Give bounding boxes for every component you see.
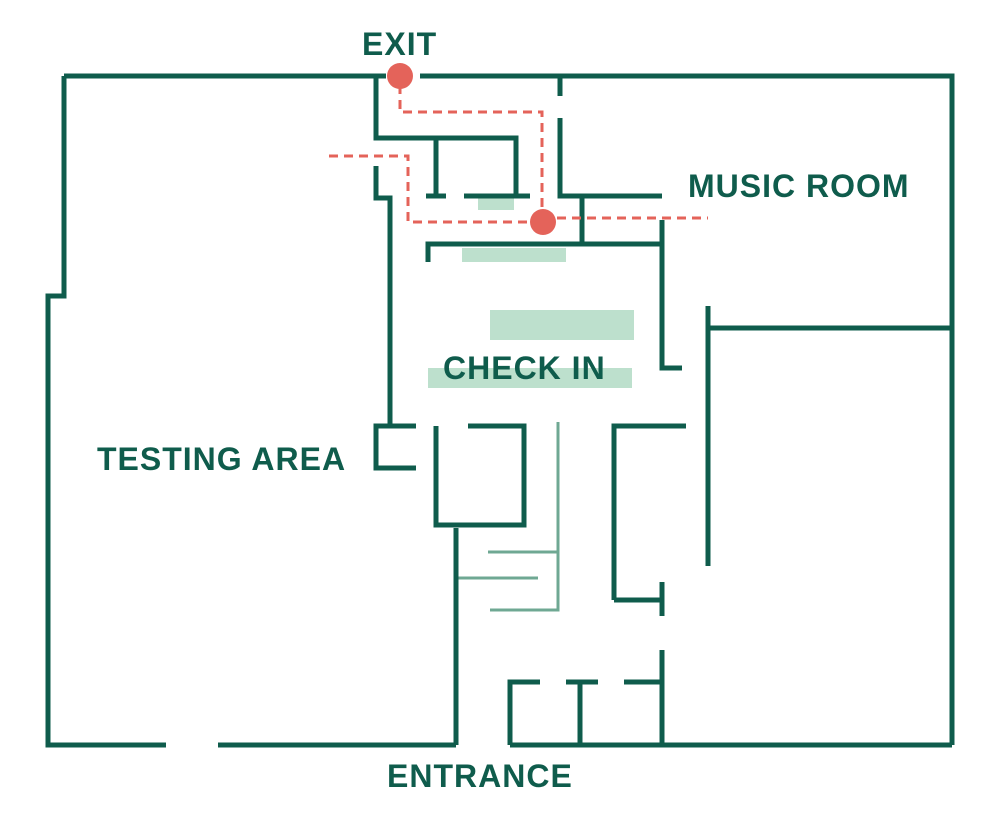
check-in-label: CHECK IN <box>443 350 606 386</box>
you-are-here-marker <box>530 209 556 235</box>
exit-label: EXIT <box>362 26 438 62</box>
route-to-exit <box>398 76 544 222</box>
counter-mid <box>462 248 566 262</box>
counter-upper <box>478 196 514 210</box>
desk-upper <box>490 310 634 340</box>
exit-marker <box>387 63 413 89</box>
walls <box>45 73 955 748</box>
route-west <box>328 154 542 224</box>
music-room-label: MUSIC ROOM <box>688 168 910 204</box>
exit-route <box>328 76 708 224</box>
entrance-label: ENTRANCE <box>387 758 573 794</box>
fixtures <box>428 196 634 388</box>
check-in-desk <box>428 368 632 388</box>
testing-area-label: TESTING AREA <box>97 441 347 477</box>
stairs <box>458 422 560 612</box>
